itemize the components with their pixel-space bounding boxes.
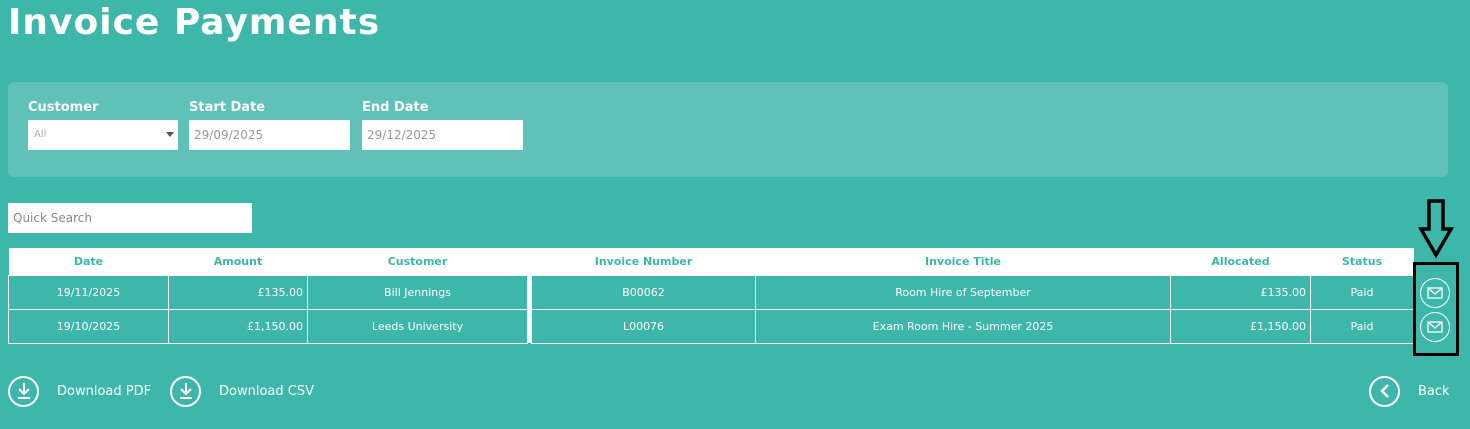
chevron-left-icon xyxy=(1369,375,1400,407)
download-csv-label: Download CSV xyxy=(219,383,314,399)
column-header-invoice-number[interactable]: Invoice Number xyxy=(531,248,756,275)
customer-select-value: All xyxy=(34,129,47,140)
customer-select[interactable]: All xyxy=(28,120,178,150)
cell-invoice-number: L00076 xyxy=(531,308,756,344)
download-icon xyxy=(170,375,201,407)
arrow-down-icon xyxy=(1418,199,1454,259)
cell-invoice-number: B00062 xyxy=(531,274,756,310)
table-row[interactable]: 19/10/2025 £1,150.00 Leeds University L0… xyxy=(8,308,1414,344)
cell-status: Paid xyxy=(1310,274,1414,310)
table-header-row: Date Amount Customer Invoice Number Invo… xyxy=(8,248,1414,275)
page-title: Invoice Payments xyxy=(8,2,381,43)
cell-invoice-title: Exam Room Hire - Summer 2025 xyxy=(755,308,1171,344)
download-pdf-button[interactable]: Download PDF xyxy=(8,375,151,407)
start-date-input[interactable] xyxy=(189,120,350,150)
cell-status: Paid xyxy=(1310,308,1414,344)
chevron-down-icon xyxy=(166,132,174,137)
download-icon xyxy=(8,375,39,407)
cell-date: 19/11/2025 xyxy=(8,274,169,310)
email-invoice-button[interactable] xyxy=(1420,312,1450,342)
cell-customer: Leeds University xyxy=(307,308,528,344)
column-header-invoice-title[interactable]: Invoice Title xyxy=(755,248,1171,275)
start-date-label: Start Date xyxy=(189,100,266,115)
column-divider xyxy=(527,309,532,343)
email-actions-column xyxy=(1413,262,1459,356)
cell-customer: Bill Jennings xyxy=(307,274,528,310)
back-button[interactable]: Back xyxy=(1369,375,1450,407)
download-pdf-label: Download PDF xyxy=(57,383,152,399)
table-row[interactable]: 19/11/2025 £135.00 Bill Jennings B00062 … xyxy=(8,274,1414,310)
column-divider xyxy=(527,248,532,275)
column-divider xyxy=(527,275,532,309)
back-label: Back xyxy=(1418,383,1450,399)
column-header-customer[interactable]: Customer xyxy=(307,248,528,275)
filter-panel: Customer All Start Date End Date xyxy=(8,82,1448,177)
envelope-icon xyxy=(1427,321,1443,333)
cell-allocated: £1,150.00 xyxy=(1170,308,1311,344)
cell-amount: £135.00 xyxy=(168,274,308,310)
cell-amount: £1,150.00 xyxy=(168,308,308,344)
column-header-amount[interactable]: Amount xyxy=(168,248,308,275)
download-csv-button[interactable]: Download CSV xyxy=(170,375,314,407)
end-date-label: End Date xyxy=(362,100,429,115)
customer-filter-label: Customer xyxy=(28,100,99,115)
cell-allocated: £135.00 xyxy=(1170,274,1311,310)
cell-invoice-title: Room Hire of September xyxy=(755,274,1171,310)
column-header-status[interactable]: Status xyxy=(1310,248,1414,275)
column-header-date[interactable]: Date xyxy=(8,248,169,275)
end-date-input[interactable] xyxy=(362,120,523,150)
cell-date: 19/10/2025 xyxy=(8,308,169,344)
invoice-payments-table: Date Amount Customer Invoice Number Invo… xyxy=(8,248,1414,344)
email-invoice-button[interactable] xyxy=(1420,278,1450,308)
envelope-icon xyxy=(1427,287,1443,299)
quick-search-input[interactable] xyxy=(8,203,252,233)
column-header-allocated[interactable]: Allocated xyxy=(1170,248,1311,275)
